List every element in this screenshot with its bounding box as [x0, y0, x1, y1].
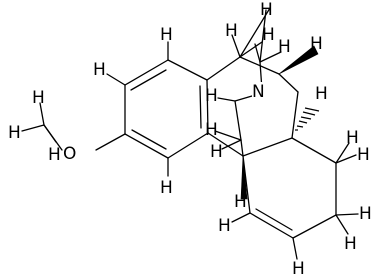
bond — [231, 212, 251, 223]
hydrogen-label: H — [218, 216, 231, 236]
bond — [259, 51, 282, 63]
hydrogen-label: H — [262, 25, 275, 45]
wedge-bond — [278, 45, 319, 75]
wedge-bond — [240, 155, 248, 200]
bond — [292, 237, 298, 260]
hydrogen-label: H — [32, 88, 45, 108]
h-mid-right-label: H — [315, 84, 328, 104]
bond — [254, 43, 261, 63]
bond — [335, 142, 350, 164]
bond — [292, 214, 337, 239]
oxygen-label: O — [63, 144, 76, 164]
bond — [249, 212, 294, 239]
bond — [242, 137, 293, 157]
bond — [255, 208, 293, 231]
bond — [206, 79, 209, 134]
bond — [124, 59, 169, 86]
h-top-right-label: H — [310, 34, 323, 54]
hydrogen-label: H — [8, 123, 21, 143]
bond — [217, 97, 236, 102]
hydrogen-label: H — [210, 142, 223, 162]
bond — [239, 56, 280, 75]
hydrogen-label: H — [346, 128, 359, 148]
hydrogen-label: H — [205, 86, 218, 106]
bond — [278, 73, 299, 93]
bond — [221, 139, 242, 150]
hash-bond — [296, 125, 304, 128]
bond — [167, 132, 209, 159]
bond — [124, 133, 169, 159]
bond — [335, 214, 349, 235]
bond — [106, 73, 126, 86]
stereo-bonds — [240, 45, 320, 200]
hash-bond — [298, 120, 308, 124]
bond — [199, 85, 202, 129]
hydrogen-label: H — [344, 234, 357, 254]
bond — [21, 124, 45, 132]
label-bg — [63, 143, 89, 160]
hydrogen-label: H — [292, 259, 305, 279]
bond — [39, 102, 45, 126]
hydrogen-label: H — [48, 145, 61, 165]
bond — [335, 154, 357, 164]
hydrogen-label: H — [260, 0, 273, 20]
bond — [259, 9, 267, 63]
bond — [239, 41, 263, 58]
hydrogen-label: H — [93, 60, 106, 80]
bond — [131, 129, 167, 150]
atom-labels: N O H H H H H H H H H H H H H H H H H H … — [8, 0, 372, 279]
hash-bond — [302, 111, 316, 116]
bond — [234, 100, 242, 141]
bond — [239, 7, 271, 58]
bond — [291, 137, 337, 164]
bond — [214, 130, 242, 141]
bond — [130, 69, 167, 91]
bond — [207, 132, 244, 157]
hash-bond — [300, 116, 312, 120]
bond — [335, 213, 359, 216]
label-bg — [252, 82, 268, 99]
nitrogen-label: N — [252, 82, 265, 102]
bond — [206, 56, 241, 81]
h-bottom-left-label: H — [234, 192, 247, 212]
bond — [231, 34, 241, 58]
hydrogen-label: H — [278, 37, 291, 57]
bond-lines — [21, 7, 359, 260]
bond — [95, 133, 126, 151]
hydrogen-label: H — [160, 178, 173, 198]
hydrogen-label: H — [225, 21, 238, 41]
bond — [291, 91, 299, 139]
bond — [234, 95, 253, 102]
bond — [167, 59, 208, 81]
hash-bond — [304, 107, 320, 112]
hydrogen-label: H — [205, 120, 218, 140]
bond — [43, 124, 57, 143]
hydrogen-label: H — [359, 204, 372, 224]
hydrogen-label: H — [160, 25, 173, 45]
bond — [240, 139, 244, 157]
hydrogen-label: H — [357, 145, 370, 165]
